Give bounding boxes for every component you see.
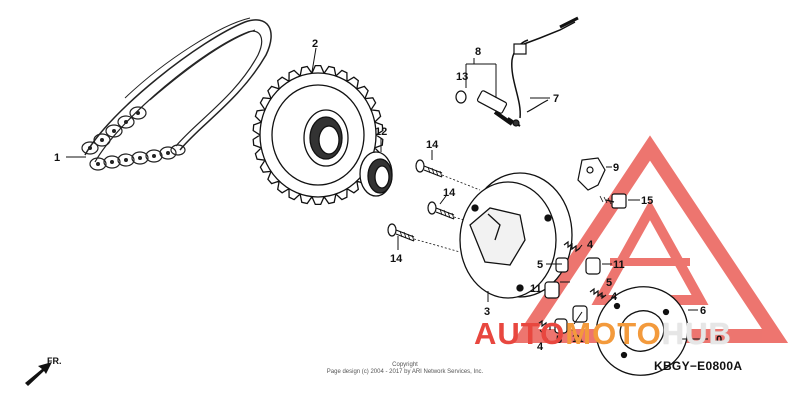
oil-seal (359, 151, 393, 197)
sprocket (252, 64, 384, 206)
switch-assembly (455, 16, 579, 127)
callout-part-3: 3 (484, 306, 490, 318)
springs (537, 240, 607, 330)
callout-part-7: 7 (553, 93, 559, 105)
copyright-notice: Copyright Page design (c) 2004 - 2017 by… (300, 362, 510, 376)
drive-chain (81, 17, 272, 171)
front-arrow-icon (25, 362, 52, 386)
watermark-part-1: AUTO (474, 316, 566, 351)
callout-part-15: 15 (641, 195, 653, 207)
callout-part-6: 6 (700, 305, 706, 317)
callout-part-4-a: 4 (587, 239, 594, 251)
stopper-plate (577, 157, 627, 209)
diagram-code: KBGY−E0800A (654, 359, 743, 373)
watermark-part-3: HUB (661, 316, 732, 351)
watermark-part-2: MOTO (565, 316, 662, 351)
callout-part-11-a: 11 (613, 259, 625, 271)
copyright-line-2: Page design (c) 2004 - 2017 by ARI Netwo… (326, 369, 484, 375)
callout-part-10: 10 (710, 334, 722, 346)
callout-part-9: 9 (613, 162, 619, 174)
leader-lines (66, 47, 708, 341)
front-direction-label: FR. (47, 356, 62, 366)
watermark-text: AUTOMOTOHUB (474, 316, 732, 352)
callout-part-5-b: 5 (606, 277, 612, 289)
callout-part-1: 1 (54, 152, 60, 164)
callout-labels: 1 2 3 4 4 4 5 5 5 6 7 8 9 10 11 11 11 12… (54, 38, 722, 353)
starter-clutch (459, 172, 573, 299)
callout-part-11-c: 11 (572, 333, 584, 345)
callout-part-5-c: 5 (556, 334, 562, 346)
callout-part-14-c: 14 (390, 253, 403, 265)
callout-part-14-b: 14 (443, 187, 456, 199)
copyright-line-1: Copyright (392, 362, 418, 368)
callout-part-4-b: 4 (611, 291, 618, 303)
callout-part-14-a: 14 (426, 139, 439, 151)
side-plate (595, 286, 689, 376)
callout-part-8: 8 (475, 46, 481, 58)
callout-part-5-a: 5 (537, 259, 543, 271)
callout-part-11-b: 11 (530, 283, 542, 295)
callout-part-2: 2 (312, 38, 318, 50)
callout-part-13: 13 (456, 71, 468, 83)
callout-part-4-c: 4 (537, 341, 544, 353)
callout-part-12: 12 (375, 126, 387, 138)
